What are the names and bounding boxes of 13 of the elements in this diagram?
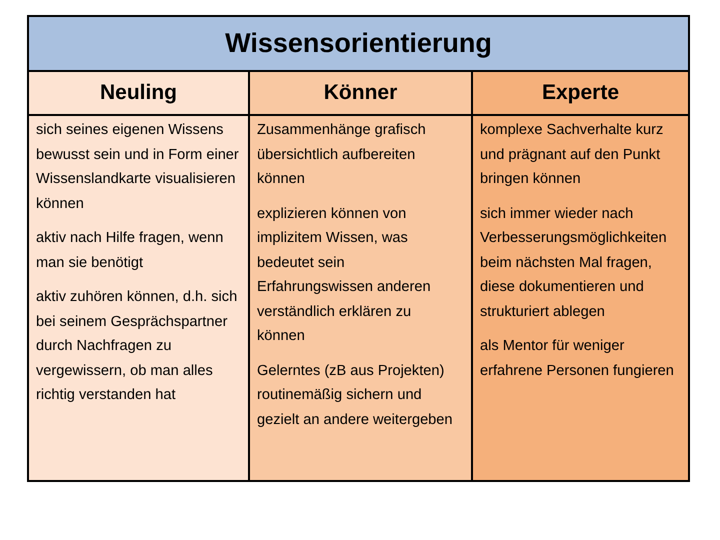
column-header: Experte: [471, 72, 688, 116]
cell-text: aktiv nach Hilfe fragen, wenn man sie benötigt: [36, 229, 224, 272]
cell-text: Gelerntes (zB aus Projekten) routinemäßig sichern und gezielt an andere weitergeben: [257, 362, 454, 430]
cell-text: sich immer wieder nach Verbesserungsmöglichkeiten beim nächsten Mal fragen, diese dokumentieren und strukturiert ablegen: [480, 204, 668, 322]
cell-text: explizieren können von implizitem Wissen, was bedeutet sein Erfahrungswissen anderen verständlich erklären zu können: [257, 204, 432, 346]
cell-text: als Mentor für weniger erfahrene Personen fungieren: [480, 337, 675, 380]
cell-text: aktiv zuhören können, d.h. sich bei seinem Gesprächspartner durch Nachfragen zu vergewissern, ob man alles richtig verstanden hat: [36, 288, 238, 405]
column-header: Könner: [248, 72, 471, 116]
cell-text: sich seines eigenen Wissens bewusst sein und in Form einer Wissenslandkarte visualisieren können: [36, 121, 240, 214]
table-title: Wissensorientierung: [29, 17, 688, 72]
cell-text: Zusammenhänge grafisch übersichtlich aufbereiten können: [257, 121, 427, 189]
cell-text: komplexe Sachverhalte kurz und prägnant auf den Punkt bringen können: [480, 121, 664, 189]
column-header: Neuling: [29, 72, 248, 116]
